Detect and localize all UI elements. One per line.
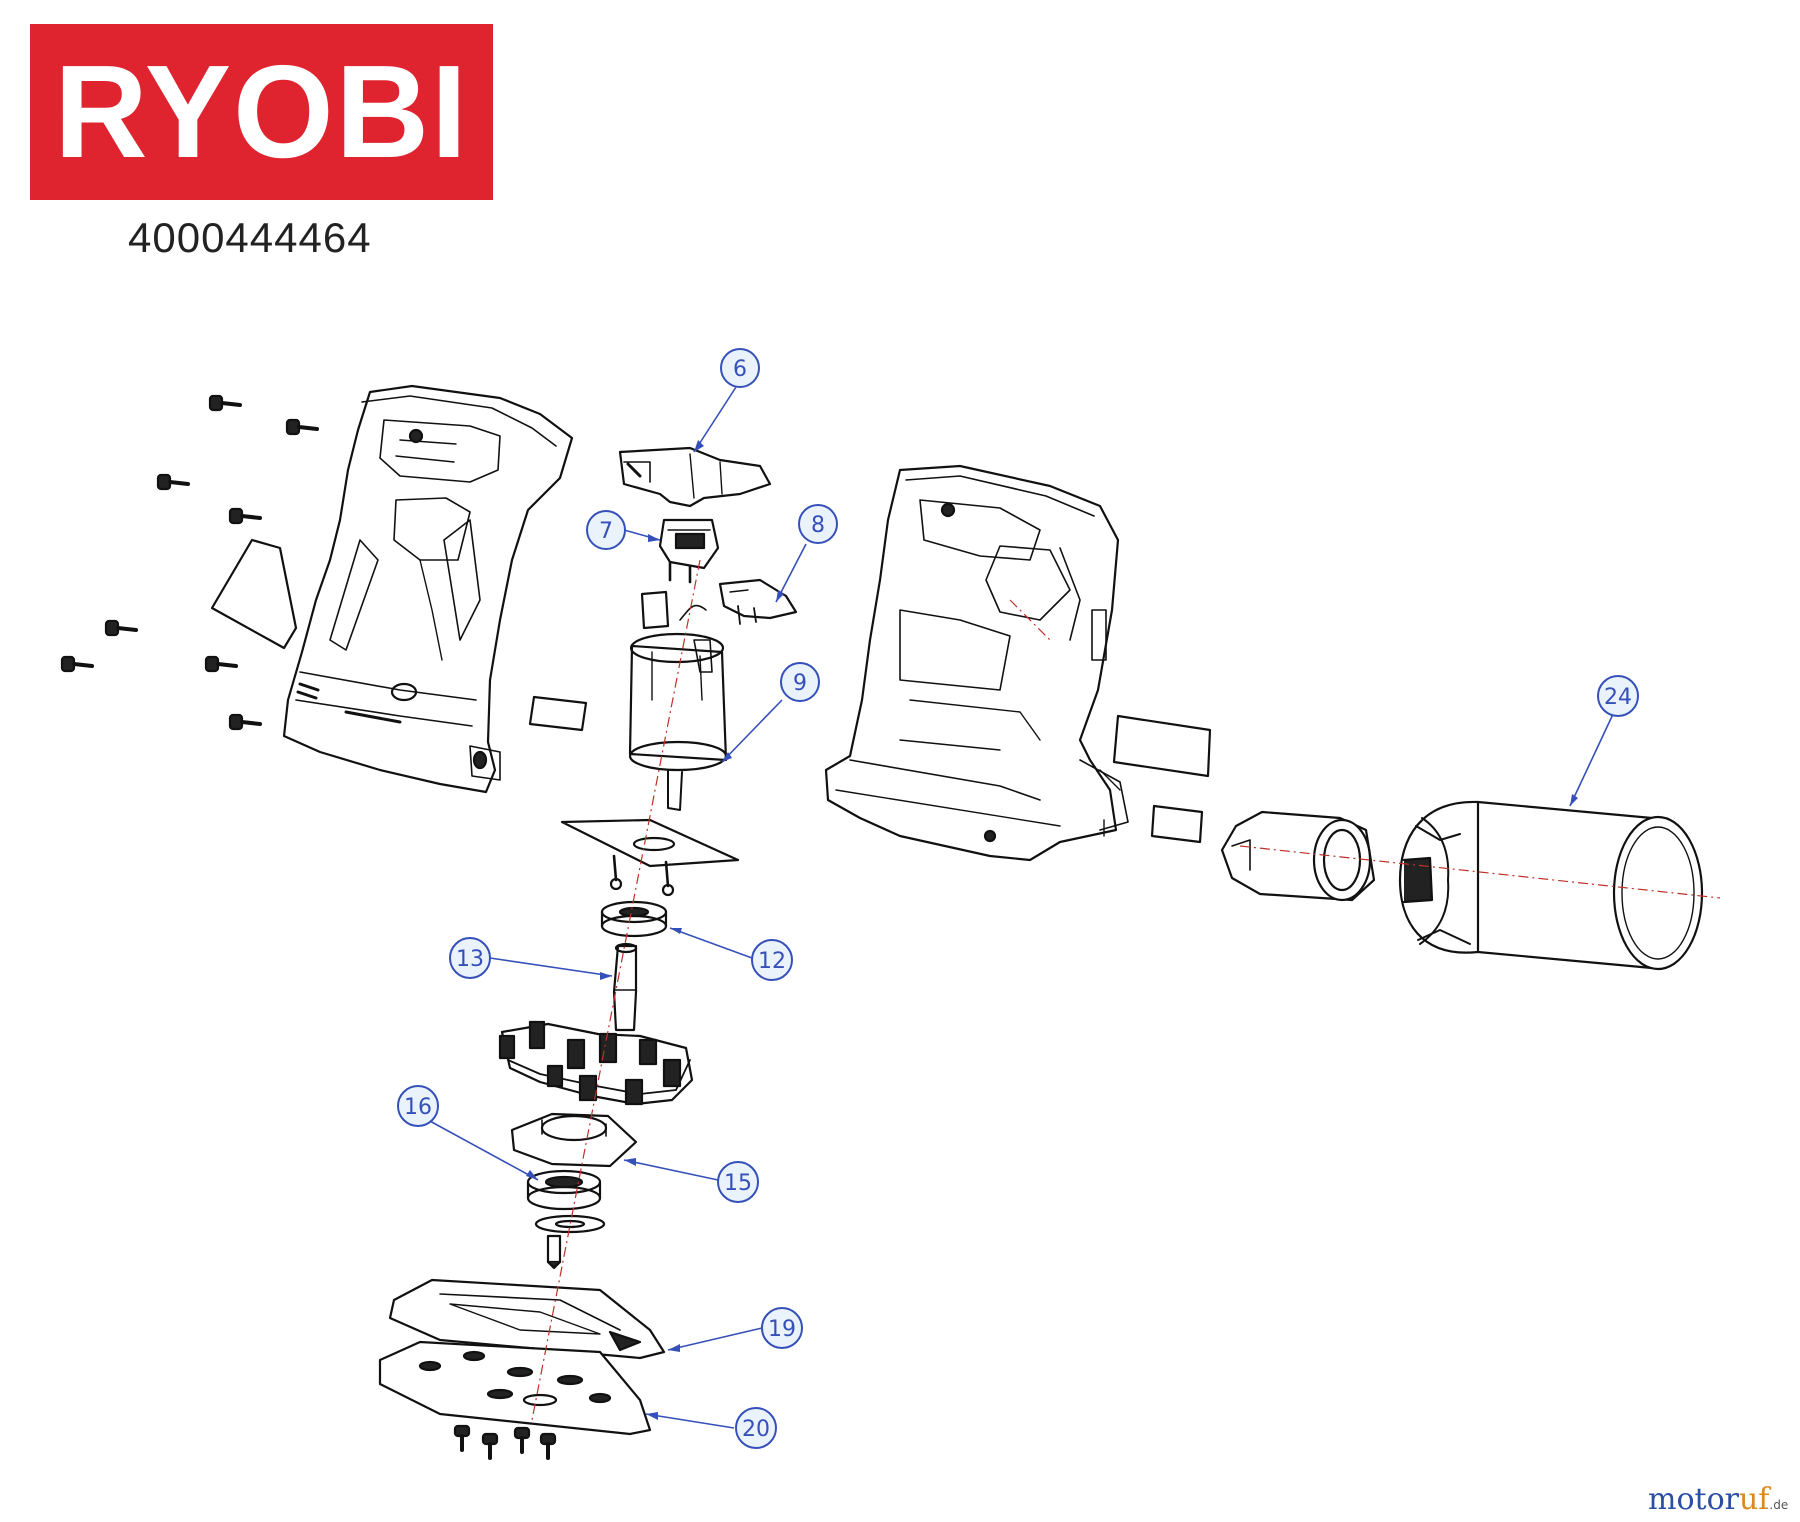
bearing-part-12 (600, 900, 668, 938)
backing-pad-part-19 (388, 1278, 666, 1360)
callout-7: 7 (586, 510, 626, 550)
switch-part-7 (658, 518, 720, 584)
callout-20: 20 (735, 1407, 777, 1449)
fan-impeller (498, 1020, 694, 1106)
screw-group-bottom (453, 1424, 557, 1460)
washer-hole (554, 1219, 586, 1229)
callout-8: 8 (798, 504, 838, 544)
connector-part-8 (718, 578, 798, 625)
left-housing-half (282, 384, 574, 794)
callout-arrowheads (526, 440, 1578, 1420)
svg-text:19: 19 (768, 1317, 796, 1342)
watermark-accent: uf (1738, 1482, 1770, 1517)
insulation-pad-small (1150, 804, 1204, 844)
callout-16: 16 (397, 1085, 439, 1127)
svg-text:12: 12 (758, 949, 786, 974)
right-housing-half (824, 464, 1129, 862)
pad-screw (546, 1234, 562, 1270)
motoruf-watermark: motoruf.de (1648, 1482, 1788, 1517)
callout-19: 19 (761, 1307, 803, 1349)
brush-holder (640, 590, 670, 630)
insulation-pad-large (1112, 714, 1212, 778)
svg-text:9: 9 (793, 671, 807, 696)
svg-text:7: 7 (599, 519, 613, 544)
screw-group-left (60, 394, 319, 731)
counterweight-part-15 (510, 1112, 638, 1168)
svg-text:20: 20 (742, 1417, 770, 1442)
dust-port-adapter (1220, 810, 1376, 902)
watermark-suffix: .de (1769, 1498, 1789, 1512)
bearing-part-16 (526, 1169, 602, 1211)
callout-9: 9 (780, 662, 820, 702)
callout-13: 13 (449, 937, 491, 979)
motor-part-9 (628, 604, 728, 811)
svg-text:6: 6 (733, 357, 747, 382)
callout-24: 24 (1597, 675, 1639, 717)
washer (534, 1214, 606, 1234)
callout-15: 15 (717, 1161, 759, 1203)
ryobi-logo: RYOBI (30, 24, 493, 200)
logo-text: RYOBI (54, 38, 469, 185)
svg-text:13: 13 (456, 947, 484, 972)
sanding-sheet-part-20 (378, 1340, 652, 1436)
small-insulation-pad (528, 695, 588, 732)
label-pad (210, 538, 298, 650)
svg-text:24: 24 (1604, 685, 1632, 710)
switch-bracket-part-6 (618, 446, 772, 508)
motor-mount-plate (560, 818, 740, 897)
center-axis-lines (531, 559, 1721, 1421)
dust-canister-part-24 (1398, 800, 1704, 971)
watermark-main: motor (1648, 1482, 1739, 1517)
svg-text:15: 15 (724, 1171, 752, 1196)
callout-markers: 6 7 8 9 12 13 15 16 19 20 24 (397, 348, 1639, 1449)
model-part-number: 4000444464 (128, 214, 372, 261)
svg-text:8: 8 (811, 513, 825, 538)
shaft-part-13 (612, 942, 638, 1032)
svg-text:16: 16 (404, 1095, 432, 1120)
callout-12: 12 (751, 939, 793, 981)
callout-6: 6 (720, 348, 760, 388)
